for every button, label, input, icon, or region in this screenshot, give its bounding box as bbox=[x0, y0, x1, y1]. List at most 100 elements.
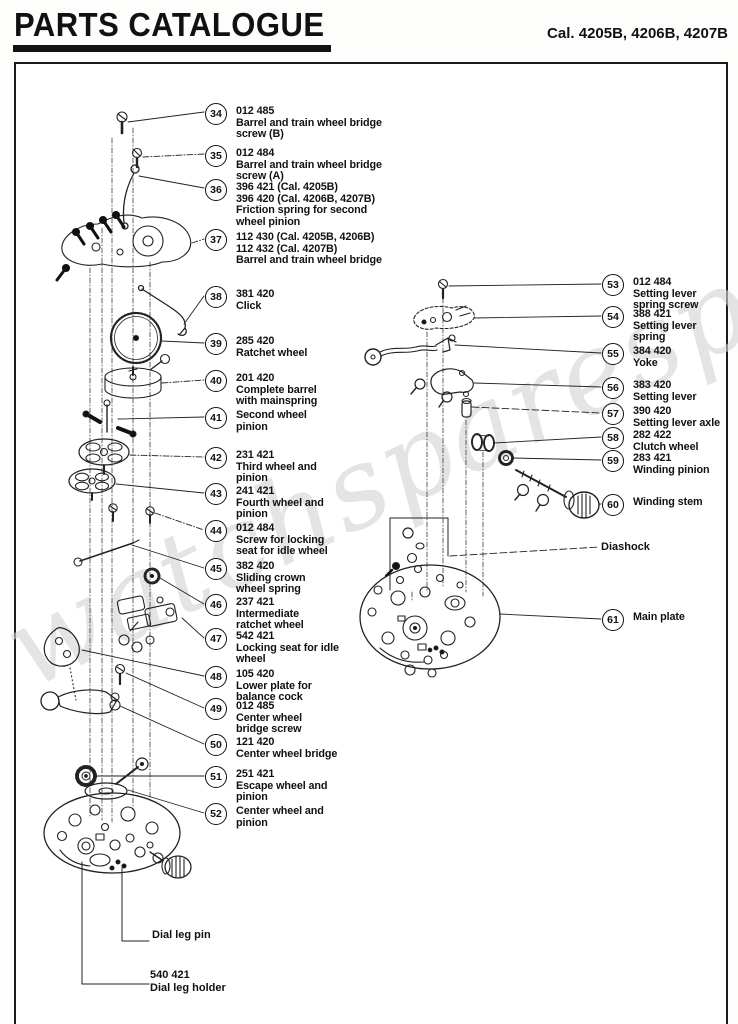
ratchet-wheel bbox=[109, 311, 163, 365]
third-wheel bbox=[78, 438, 130, 475]
setting-lever-axle bbox=[461, 390, 472, 418]
callout-number: 43 bbox=[205, 483, 227, 505]
callout-number: 47 bbox=[205, 628, 227, 650]
second-wheel-pinion bbox=[82, 399, 137, 438]
callout-number: 38 bbox=[205, 286, 227, 308]
center-bridge-screw bbox=[114, 663, 126, 686]
part-description: 396 421 (Cal. 4205B)396 420 (Cal. 4206B,… bbox=[236, 181, 375, 229]
locking-seat-assembly bbox=[116, 595, 178, 653]
callout-number: 61 bbox=[602, 609, 624, 631]
click bbox=[137, 284, 187, 337]
callout-number: 58 bbox=[602, 427, 624, 449]
callout-number: 53 bbox=[602, 274, 624, 296]
callout-number: 45 bbox=[205, 558, 227, 580]
setting-lever-spring bbox=[413, 305, 475, 330]
callout-number: 44 bbox=[205, 520, 227, 542]
page-title: PARTS CATALOGUE bbox=[14, 6, 325, 44]
callout-number: 56 bbox=[602, 377, 624, 399]
projection-lines-right bbox=[411, 297, 484, 603]
callout-number: 39 bbox=[205, 333, 227, 355]
callout-number: 51 bbox=[205, 766, 227, 788]
main-plate bbox=[359, 564, 501, 678]
callout-number: 59 bbox=[602, 450, 624, 472]
intermediate-ratchet-wheel bbox=[143, 567, 161, 585]
callout-number: 42 bbox=[205, 447, 227, 469]
setting-lever-spring-screw bbox=[437, 278, 449, 300]
title-underline bbox=[13, 45, 331, 52]
center-wheel-pinion bbox=[84, 757, 149, 800]
crown-left bbox=[161, 855, 192, 879]
fourth-wheel bbox=[68, 468, 116, 501]
lower-plate-balance-cock bbox=[43, 627, 80, 701]
escape-wheel bbox=[75, 765, 97, 787]
barrel-bridge-screw-a bbox=[131, 147, 143, 169]
caliber-list: Cal. 4205B, 4206B, 4207B bbox=[547, 25, 728, 42]
callout-number: 55 bbox=[602, 343, 624, 365]
friction-spring bbox=[121, 164, 140, 230]
part-description: Winding stem bbox=[633, 496, 703, 508]
callout-number: 40 bbox=[205, 370, 227, 392]
diashock-assembly bbox=[384, 517, 449, 591]
callout-number: 34 bbox=[205, 103, 227, 125]
callout-number: 35 bbox=[205, 145, 227, 167]
complete-barrel bbox=[104, 353, 171, 399]
label-diashock: Diashock bbox=[601, 541, 650, 553]
projection-lines-left bbox=[89, 127, 151, 823]
clutch-wheel bbox=[471, 433, 495, 452]
center-wheel-bridge bbox=[40, 689, 121, 715]
locking-seat-screws bbox=[108, 503, 155, 524]
winding-pinion bbox=[498, 450, 514, 466]
callout-number: 37 bbox=[205, 229, 227, 251]
leader-lines-left bbox=[81, 111, 205, 814]
callout-number: 52 bbox=[205, 803, 227, 825]
callout-number: 57 bbox=[602, 403, 624, 425]
dial-leg-leader-lines bbox=[81, 861, 150, 985]
